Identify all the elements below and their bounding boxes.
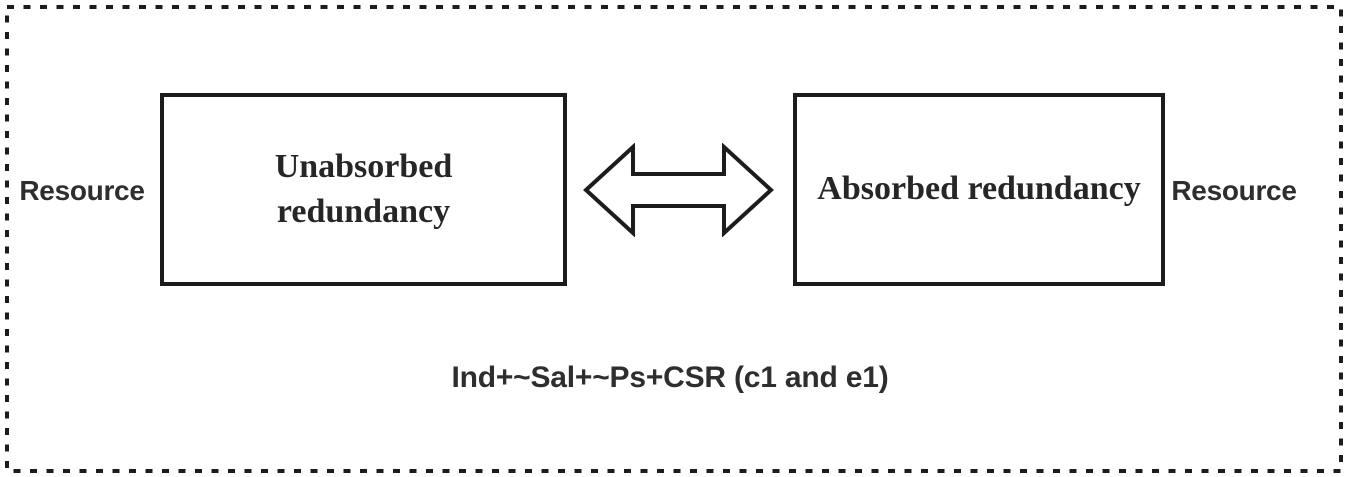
resource-label-left: Resource xyxy=(19,175,145,206)
unabsorbed-redundancy-label: Unabsorbed redundancy xyxy=(274,148,453,230)
formula-caption: Ind+~Sal+~Ps+CSR (c1 and e1) xyxy=(451,361,889,394)
absorbed-redundancy-label: Absorbed redundancy xyxy=(817,170,1141,208)
double-headed-arrow-icon xyxy=(583,143,775,237)
absorbed-redundancy-box: Absorbed redundancy xyxy=(793,93,1165,286)
resource-label-right: Resource xyxy=(1171,175,1297,206)
unabsorbed-redundancy-box: Unabsorbed redundancy xyxy=(160,93,567,286)
